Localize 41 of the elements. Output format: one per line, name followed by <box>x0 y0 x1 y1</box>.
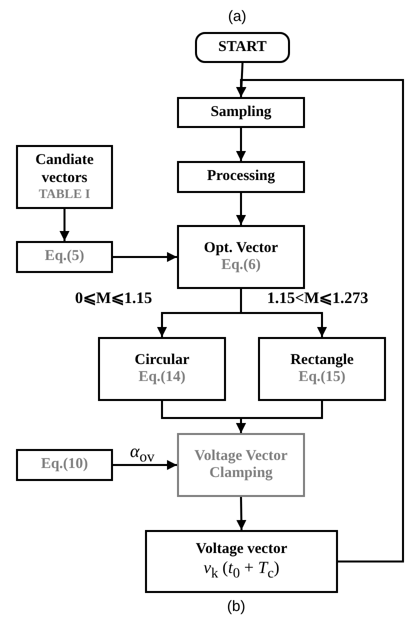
node-title: Voltage Vector Clamping <box>193 448 289 482</box>
arrow <box>236 128 246 161</box>
node-title: Eq.(10) <box>40 456 88 474</box>
arrow <box>236 193 246 225</box>
arrow <box>113 252 177 262</box>
terminal-box <box>195 32 290 63</box>
node-title: Rectangle <box>290 352 354 369</box>
node-title: Eq.(5) <box>44 248 84 266</box>
process-box <box>145 530 338 593</box>
node-title: Sampling <box>210 104 272 122</box>
panel-label: (b) <box>227 598 246 615</box>
arrow <box>60 209 70 241</box>
node-title: Processing <box>206 168 276 186</box>
edge-label: 1.15<M⩽1.273 <box>267 291 368 307</box>
node-title: Candiate vectors <box>34 152 95 187</box>
process-box <box>16 241 113 273</box>
node-title: Voltage vector <box>196 541 288 558</box>
arrow <box>240 289 327 337</box>
node-subtitle: Eq.(15) <box>298 369 346 386</box>
node-title: Circular <box>134 352 190 369</box>
arrow <box>113 460 177 470</box>
node-subtitle: Eq.(14) <box>138 369 186 386</box>
process-box <box>98 337 226 401</box>
node-subtitle: TABLE I <box>38 186 90 202</box>
node-subtitle: v$_{k}$ (t$_{0}$ + T$_{c}$) <box>204 558 280 582</box>
process-box <box>258 337 386 401</box>
process-box <box>177 97 305 128</box>
edge-label: 0⩽M⩽1.15 <box>75 291 152 307</box>
panel-label: (a) <box>228 8 246 25</box>
edge-label: α$_{ov}$ <box>130 442 154 466</box>
process-box <box>16 449 113 481</box>
arrow <box>236 401 323 433</box>
process-box <box>16 145 113 209</box>
process-box <box>177 161 305 193</box>
node-subtitle: Eq.(6) <box>221 257 261 274</box>
node-title: Opt. Vector <box>204 240 278 257</box>
node-title: START <box>218 38 267 56</box>
process-box <box>177 433 305 497</box>
process-box <box>177 225 305 289</box>
arrow <box>236 496 246 530</box>
arrow <box>236 79 404 562</box>
